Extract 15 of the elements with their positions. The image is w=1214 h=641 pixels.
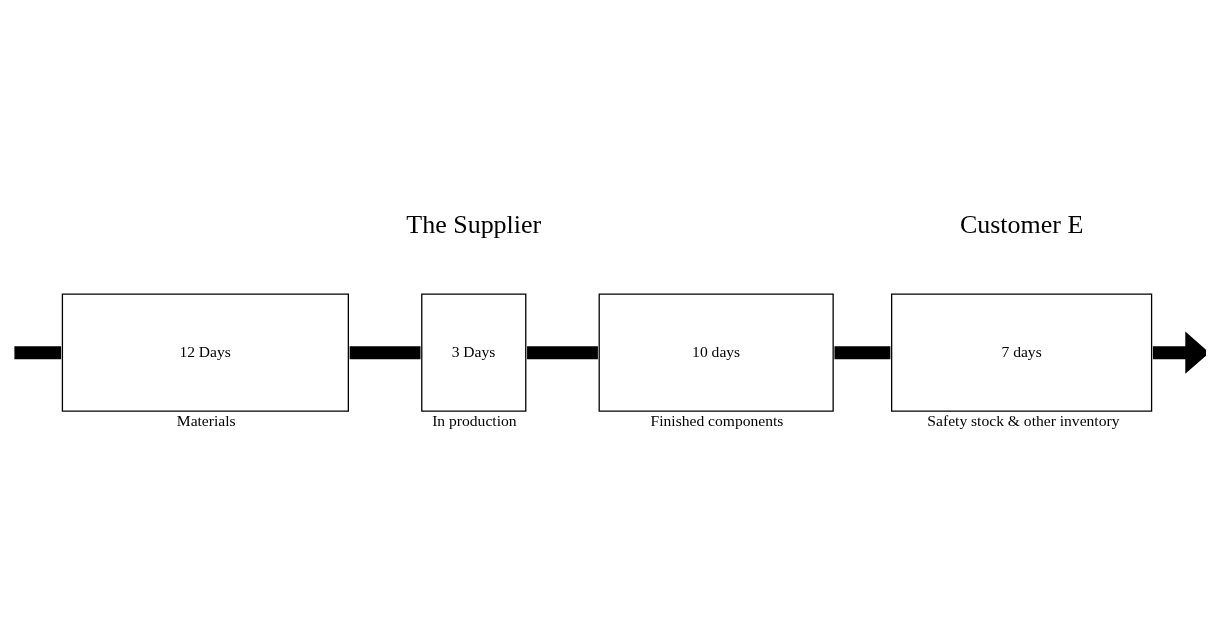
node-label: Safety stock & other inventory <box>927 412 1120 430</box>
node-box: 10 days <box>598 293 834 412</box>
connector <box>14 346 62 360</box>
connector <box>349 346 421 360</box>
node-box: 7 days <box>891 293 1153 412</box>
node-label: Finished components <box>650 412 784 430</box>
label: The Supplier <box>406 210 542 240</box>
connector <box>834 346 891 360</box>
node-box: 3 Days <box>421 293 527 412</box>
label: Customer E <box>959 210 1084 240</box>
node-label: In production <box>432 412 517 430</box>
node-label: Materials <box>176 412 236 430</box>
node-box: 12 Days <box>61 293 349 412</box>
connector <box>527 346 598 360</box>
arrow <box>1152 331 1206 374</box>
